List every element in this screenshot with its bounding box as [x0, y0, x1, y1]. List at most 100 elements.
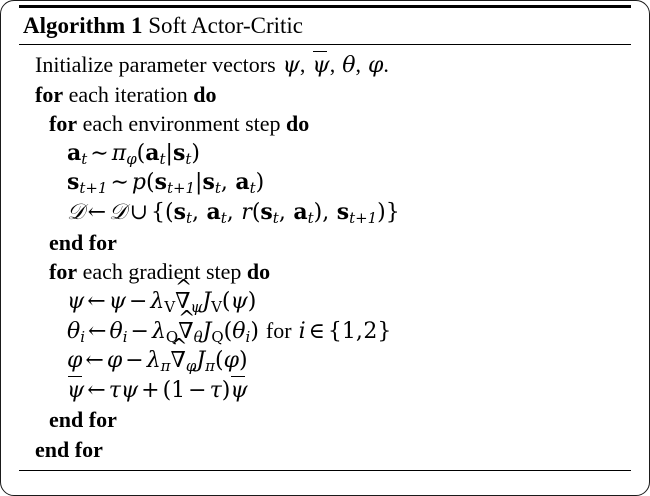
- line-update-target-psi: ψ←τψ+(1−τ)ψ: [19, 375, 631, 406]
- sub-i-3: i: [245, 328, 251, 347]
- comma-1: ,: [299, 52, 306, 77]
- top-rule: [19, 5, 631, 8]
- lparen-7: (: [214, 347, 224, 373]
- symbol-phi-a: φ: [67, 347, 83, 373]
- symbol-reward: r: [241, 199, 252, 225]
- comma-8: ,: [322, 199, 330, 225]
- comma-7: ,: [278, 199, 287, 225]
- keyword-for-5: for: [88, 407, 117, 433]
- sub-psi-1: ψ: [190, 297, 203, 316]
- op-minus-1: −: [128, 288, 148, 314]
- nabla-hat-3: ^∇: [170, 336, 187, 376]
- op-minus-2: −: [130, 319, 149, 345]
- rbrace-1: }: [385, 199, 400, 225]
- lparen-1: (: [136, 140, 146, 166]
- sub-t-2: t: [159, 149, 166, 168]
- keyword-for-1: for: [35, 81, 64, 107]
- symbol-nabla-3: ∇: [170, 347, 186, 373]
- rparen-5: ): [247, 288, 257, 314]
- symbol-psi-b: ψ: [108, 288, 126, 314]
- sub-t-4: t: [214, 179, 221, 198]
- symbol-psi-bar-b: ψ: [230, 375, 248, 406]
- sub-phi-2: φ: [185, 357, 197, 376]
- rparen-6: ): [250, 319, 259, 345]
- symbol-J-1: J: [202, 288, 212, 314]
- lparen-6: (: [223, 319, 233, 345]
- comma-9: ,: [355, 319, 364, 345]
- lparen-5: (: [221, 288, 231, 314]
- symbol-action-2: a: [145, 139, 160, 166]
- number-one-2: 1: [171, 377, 186, 403]
- sub-pi-2: π: [205, 357, 215, 376]
- symbol-nabla-2: ∇: [178, 319, 194, 345]
- keyword-end-3: end: [35, 436, 70, 462]
- algorithm-title: Algorithm 1 Soft Actor-Critic: [19, 8, 631, 44]
- symbol-p: p: [131, 170, 146, 196]
- op-arrow-3: ←: [88, 319, 107, 345]
- number-two: 2: [363, 319, 378, 345]
- sub-pi-1: π: [160, 357, 171, 376]
- number-one: 1: [341, 319, 356, 345]
- nabla-hat-1: ^∇: [175, 277, 192, 317]
- rparen-2: ): [255, 170, 265, 196]
- keyword-do-1: do: [193, 81, 217, 107]
- sub-t-7: t: [220, 209, 227, 228]
- line-for-gradient-step: for each gradient step do: [19, 257, 631, 287]
- comma-4: ,: [220, 170, 229, 196]
- rbrace-2: }: [377, 319, 392, 345]
- sub-t-3: t: [185, 149, 192, 168]
- line-for-env-step: for each environment step do: [19, 109, 631, 139]
- symbol-state-3: s: [154, 169, 167, 196]
- symbol-state-2: s: [67, 169, 80, 196]
- op-sim-1: ∼: [90, 140, 109, 166]
- line-initialize: Initialize parameter vectors ψ, ψ, θ, φ.: [19, 50, 631, 80]
- line-update-theta: θi←θi−λQ^∇θJQ(θi) for i∈{1,2}: [19, 308, 631, 347]
- sub-V-2: V: [211, 297, 222, 316]
- line-append-buffer: 𝒟←𝒟∪{(st, at, r(st, at), st+1)}: [19, 198, 631, 228]
- sub-t-1: t: [81, 149, 88, 168]
- op-arrow-5: ←: [87, 377, 106, 403]
- keyword-for-6: for: [74, 436, 103, 462]
- sub-theta-sym: θ: [193, 328, 203, 347]
- symbol-psi-bar: ψ: [312, 51, 330, 81]
- symbol-dataset-1: 𝒟: [67, 199, 85, 225]
- symbol-state-5: s: [173, 198, 186, 225]
- sub-theta-i-1: θ: [194, 329, 203, 347]
- line-end-for-env: end for: [19, 228, 631, 258]
- symbol-lambda-1: λ: [150, 288, 165, 314]
- sub-V-1: V: [164, 297, 176, 316]
- sub-i-2: i: [122, 328, 128, 347]
- op-arrow-2: ←: [87, 288, 106, 314]
- op-arrow-4: ←: [85, 347, 104, 373]
- keyword-end-1: end: [49, 229, 84, 255]
- keyword-do-3: do: [246, 259, 271, 285]
- lparen-3: (: [165, 199, 174, 225]
- symbol-action-3: a: [235, 169, 250, 196]
- op-minus-4: −: [188, 377, 207, 403]
- algorithm-name-label: Soft Actor-Critic: [148, 13, 303, 38]
- symbol-action: a: [67, 139, 82, 166]
- keyword-for-3: for: [88, 229, 117, 255]
- symbol-state-1: s: [172, 139, 186, 166]
- op-union: ∪: [129, 199, 148, 225]
- algorithm-body: Initialize parameter vectors ψ, ψ, θ, φ.…: [19, 45, 631, 470]
- symbol-psi-c: ψ: [230, 288, 248, 314]
- op-arrow-1: ←: [87, 199, 106, 225]
- symbol-nabla-1: ∇: [175, 288, 191, 314]
- symbol-J-3: J: [196, 347, 206, 373]
- symbol-psi-d: ψ: [120, 377, 139, 403]
- sub-Q-1: Q: [165, 328, 179, 347]
- symbol-action-4: a: [206, 198, 221, 225]
- symbol-action-5: a: [293, 198, 308, 225]
- symbol-theta-c: θ: [232, 319, 246, 345]
- op-in: ∈: [308, 319, 325, 345]
- lparen-4: (: [251, 199, 261, 225]
- sub-t-5: t: [249, 179, 256, 198]
- for-iteration-text: each iteration: [68, 81, 188, 107]
- symbol-J-2: J: [202, 319, 212, 345]
- for-env-step-text: each environment step: [82, 111, 281, 137]
- bottom-rule: [19, 470, 631, 472]
- rparen-4: ): [377, 199, 386, 225]
- line-update-phi: φ←φ−λπ^∇φJπ(φ): [19, 336, 631, 376]
